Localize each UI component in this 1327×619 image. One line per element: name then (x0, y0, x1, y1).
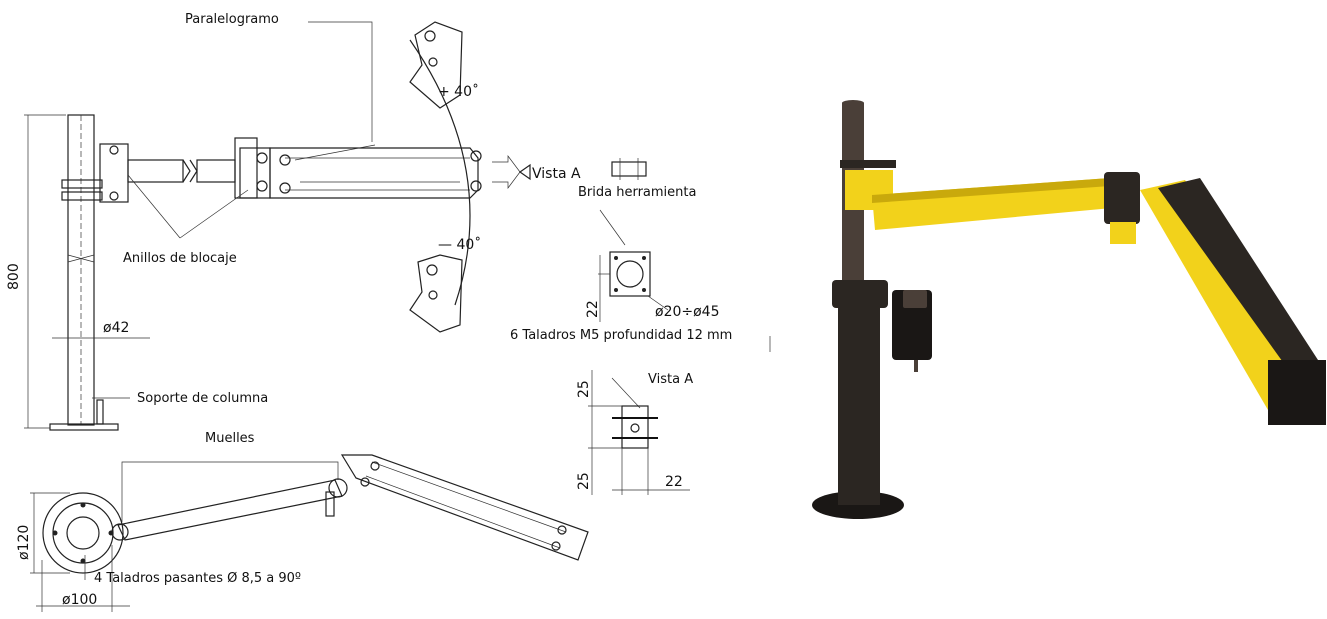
product-photo (812, 100, 1326, 519)
flange-icon-small (611, 161, 647, 177)
label-taladros-pasantes: 4 Taladros pasantes Ø 8,5 a 90º (94, 571, 301, 586)
photo-column-lower (838, 300, 880, 505)
label-brida-herramienta: Brida herramienta (578, 185, 696, 200)
column-circle (66, 516, 100, 550)
label-soporte-de-columna: Soporte de columna (137, 391, 268, 406)
vista-a-body (621, 405, 649, 449)
vista-a-detail: Vista A 25 25 22 (576, 370, 693, 495)
base-inner-dim: ø100 (62, 592, 97, 608)
column-break (67, 254, 95, 263)
base-plate (49, 423, 119, 431)
angle-arc (409, 39, 471, 306)
vista-a-arrow-label: Vista A (532, 166, 581, 182)
base-outer-circle (42, 492, 124, 574)
column-diameter: ø42 (103, 320, 129, 336)
clamp-ring-upper (61, 179, 103, 189)
flange-detail: Brida herramienta 22 ø20÷ø45 6 Taladros … (510, 185, 771, 352)
angle-down-label: — 40˚ (438, 236, 481, 253)
label-taladros-m5: 6 Taladros M5 profundidad 12 mm (510, 328, 732, 343)
first-arm (127, 159, 184, 183)
base-stud (96, 399, 104, 425)
label-anillos-de-blocaje: Anillos de blocaje (123, 251, 237, 266)
angle-up-label: + 40˚ (438, 83, 479, 100)
view-arrow (518, 163, 531, 181)
vista-top-dim: 25 (576, 380, 592, 398)
label-muelles: Muelles (205, 431, 255, 446)
height-dimension: 800 (6, 263, 22, 290)
photo-arm-joint (1104, 172, 1140, 224)
top-arm (117, 479, 343, 541)
flange-offset-dim: 22 (585, 300, 601, 318)
lower-tool-position (409, 254, 463, 333)
parallelogram-arm (269, 147, 479, 199)
photo-tool-flange (1268, 360, 1326, 425)
top-parallelogram (340, 454, 589, 561)
label-paralelogramo: Paralelogramo (185, 12, 279, 27)
vista-bottom-dim: 25 (576, 472, 592, 490)
upper-tool-position (409, 21, 463, 109)
second-hub (234, 137, 258, 199)
side-view-drawing: 800 ø42 (6, 12, 647, 431)
base-outer-dim: ø120 (16, 525, 32, 560)
photo-clamp-ring (832, 280, 888, 308)
arm-hub (99, 143, 129, 203)
label-vista-a: Vista A (648, 372, 693, 387)
top-view-drawing: Muelles ø120 ø100 4 Taladros pasantes (16, 431, 589, 612)
flange-range-dim: ø20÷ø45 (655, 304, 720, 320)
vista-width-dim: 22 (665, 474, 683, 490)
